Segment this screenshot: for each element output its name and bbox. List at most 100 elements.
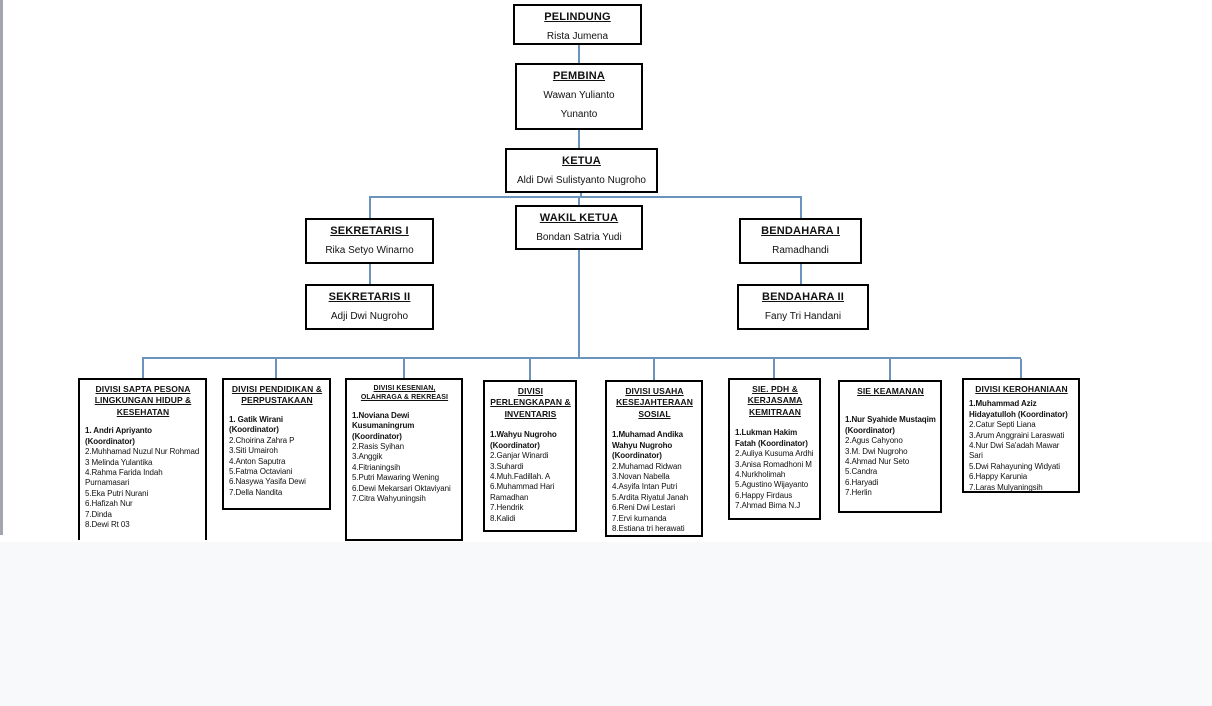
member-name: Fany Tri Handani xyxy=(764,311,842,322)
member-name: 8.Dewi Rt 03 xyxy=(85,519,130,529)
member-list: 1.Lukman Hakim Fatah (Koordinator)2.Auli… xyxy=(735,428,815,511)
box-title: DIVISI PERLENGKAPAN & INVENTARIS xyxy=(490,386,571,419)
box-title: PEMBINA xyxy=(552,70,606,82)
member-name: 5.Ardita Riyatul Janah xyxy=(612,492,689,502)
member-name: 7.Ervi kurnanda xyxy=(612,513,667,523)
box-title: SEKRETARIS I xyxy=(330,225,409,237)
box-title: DIVISI SAPTA PESONA LINGKUNGAN HIDUP & K… xyxy=(94,384,192,417)
member-name: 3 Melinda Yulantika xyxy=(85,457,153,467)
member-name: Ramadhandi xyxy=(772,245,829,256)
member-list: 1.Muhammad Aziz Hidayatulloh (Koordinato… xyxy=(969,399,1074,493)
member-name: 3.Arum Anggraini Laraswati xyxy=(969,430,1065,440)
member-name: 5.Fatma Octaviani xyxy=(229,466,293,476)
box-title: BENDAHARA I xyxy=(761,225,840,237)
member-name: 7.Ahmad Bima N.J xyxy=(735,501,801,511)
member-name: 1. Andri Apriyanto (Koordinator) xyxy=(85,426,152,446)
member-name: 6.Reni Dwi Lestari xyxy=(612,503,676,513)
connector-line xyxy=(369,196,802,198)
connector-line xyxy=(403,359,405,378)
connector-line xyxy=(889,359,891,380)
member-name: 6.Dewi Mekarsari Oktaviyani xyxy=(352,483,451,493)
member-name: 7.Hendrik xyxy=(490,503,524,513)
member-name: 4.Muh.Fadillah. A xyxy=(490,471,551,481)
member-name: 1.Wahyu Nugroho (Koordinator) xyxy=(490,430,557,450)
connector-line xyxy=(653,359,655,380)
connector-line xyxy=(580,193,582,198)
member-name: Rika Setyo Winarno xyxy=(325,245,414,256)
window-left-edge xyxy=(0,0,3,535)
member-name: 2.Agus Cahyono xyxy=(845,436,903,446)
connector-line xyxy=(142,359,144,378)
page-bottom-margin xyxy=(0,542,1212,706)
member-name: 3.Suhardi xyxy=(490,461,524,471)
member-list: 1.Wahyu Nugroho (Koordinator)2.Ganjar Wi… xyxy=(490,430,571,524)
member-name: 6.Muhammad Hari Ramadhan xyxy=(490,482,555,502)
box-title: DIVISI PENDIDIKAN & PERPUSTAKAAN xyxy=(231,384,323,406)
member-list: 1. Andri Apriyanto (Koordinator)2.Muhham… xyxy=(85,426,201,530)
member-name: 2.Rasis Syihan xyxy=(352,442,404,452)
member-name: 3.Siti Umairoh xyxy=(229,446,278,456)
member-name: 7.Dinda xyxy=(85,509,112,519)
box-title: DIVISI KESENIAN, OLAHRAGA & REKREASI xyxy=(360,385,449,402)
connector-line xyxy=(578,250,580,357)
member-name: 3.Anggik xyxy=(352,452,383,462)
connector-line xyxy=(578,130,580,148)
member-list: Fany Tri Handani xyxy=(739,311,867,322)
member-name: 6.Haryadi xyxy=(845,477,879,487)
org-box-sekretaris-1: SEKRETARIS I Rika Setyo Winarno xyxy=(305,218,434,264)
member-name: 1. Gatik Wirani (Koordinator) xyxy=(229,414,284,435)
connector-line xyxy=(529,359,531,380)
org-box-divisi-pendidikan: DIVISI PENDIDIKAN & PERPUSTAKAAN 1. Gatik… xyxy=(222,378,331,510)
connector-line xyxy=(1020,359,1022,378)
member-name: 2.Catur Septi Liana xyxy=(969,420,1036,430)
member-name: 6.Nasywa Yasifa Dewi xyxy=(229,477,306,487)
member-name: 1.Muhamad Andika Wahyu Nugroho (Koordina… xyxy=(612,430,684,461)
member-name: 3.Anisa Romadhoni M xyxy=(735,459,812,469)
member-name: 1.Muhammad Aziz Hidayatulloh (Koordinato… xyxy=(969,399,1068,419)
connector-line xyxy=(800,264,802,284)
member-list: 1.Nur Syahide Mustaqim (Koordinator)2.Ag… xyxy=(845,415,936,498)
member-name: 2.Auliya Kusuma Ardhi xyxy=(735,449,814,459)
member-name: 2.Ganjar Winardi xyxy=(490,451,549,461)
member-list: Rista Jumena xyxy=(515,31,640,42)
member-name: 4.Asyifa Intan Putri xyxy=(612,482,678,492)
member-name: 4.Fitrianingsih xyxy=(352,462,401,472)
connector-line xyxy=(578,45,580,64)
member-name: Bondan Satria Yudi xyxy=(536,232,622,243)
member-list: 1. Gatik Wirani (Koordinator)2.Choirina … xyxy=(229,415,325,498)
member-name: 2.Muhhamad Nuzul Nur Rohmad xyxy=(85,447,200,457)
member-list: Ramadhandi xyxy=(741,245,860,256)
org-box-divisi-perlengkapan: DIVISI PERLENGKAPAN & INVENTARIS 1.Wahyu … xyxy=(483,380,577,532)
org-box-divisi-sapta-pesona: DIVISI SAPTA PESONA LINGKUNGAN HIDUP & K… xyxy=(78,378,207,540)
connector-line xyxy=(773,359,775,378)
box-title: SIE. PDH & KERJASAMA KEMITRAAN xyxy=(747,384,803,417)
member-name: 1.Lukman Hakim Fatah (Koordinator) xyxy=(735,428,808,448)
member-name: 8.Estiana tri herawati xyxy=(612,523,685,533)
member-name: 3.M. Dwi Nugroho xyxy=(845,446,908,456)
member-name: 8.Kalidi xyxy=(490,513,516,523)
connector-line xyxy=(369,198,371,218)
member-name: 5.Putri Mawaring Wening xyxy=(352,473,439,483)
member-name: 7.Herlin xyxy=(845,488,872,498)
member-name: 1.Nur Syahide Mustaqim (Koordinator) xyxy=(845,415,936,435)
member-name: 7.Della Nandita xyxy=(229,487,283,497)
member-name: 5.Agustino Wijayanto xyxy=(735,480,809,490)
member-name: 4.Rahma Farida Indah Purnamasari xyxy=(85,467,163,488)
connector-line xyxy=(800,198,802,218)
box-title: SIE KEAMANAN xyxy=(857,386,924,396)
connector-line xyxy=(142,357,1021,359)
member-name: 6.Happy Karunia xyxy=(969,472,1028,482)
member-name: 2.Muhamad Ridwan xyxy=(612,461,682,471)
member-name: 5.Candra xyxy=(845,467,878,477)
member-name: 6.Hafizah Nur xyxy=(85,499,133,509)
member-name: 7.Laras Mulyaningsih xyxy=(969,482,1043,492)
org-box-bendahara-1: BENDAHARA I Ramadhandi xyxy=(739,218,862,264)
